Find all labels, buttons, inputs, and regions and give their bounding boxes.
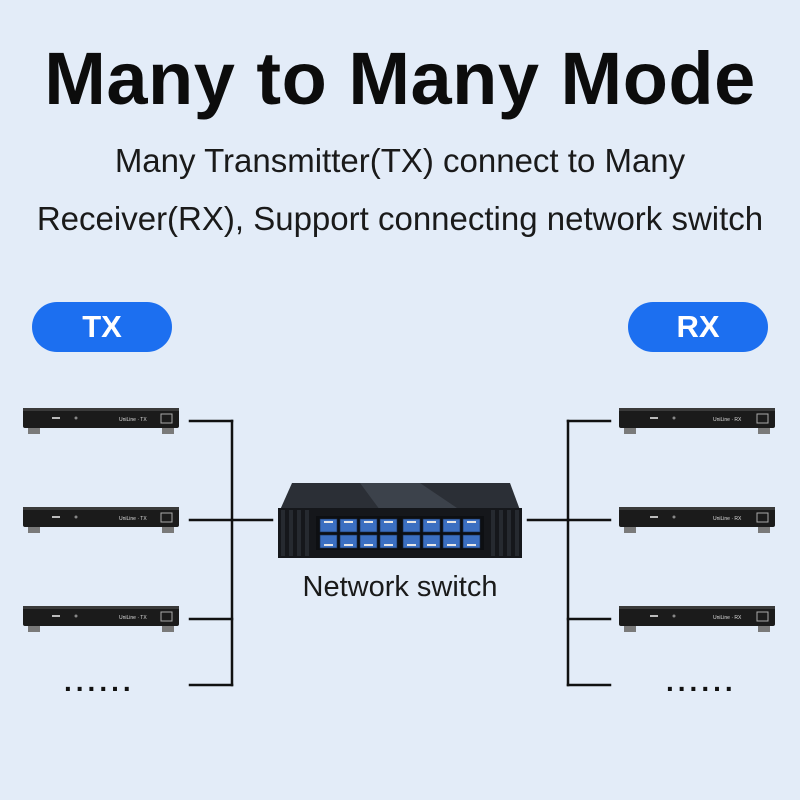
page-title: Many to Many Mode [44,37,756,120]
rx-device-3-icon: UniLine · RX [619,606,775,632]
rx-more-indicator: ...... [666,666,737,697]
tx-more-indicator: ...... [64,666,135,697]
rx-device-2-icon: UniLine · RX [619,507,775,533]
tx-device-2-icon: UniLine · TX [23,507,179,533]
tx-label-pill: TX [32,302,172,352]
rx-label-pill: RX [628,302,768,352]
subtitle-line-2: Receiver(RX), Support connecting network… [36,200,764,237]
svg-text:UniLine · RX: UniLine · RX [713,615,742,621]
svg-text:UniLine · RX: UniLine · RX [713,417,742,423]
svg-text:UniLine · TX: UniLine · TX [119,615,147,621]
tx-device-3-icon: UniLine · TX [23,606,179,632]
svg-text:UniLine · TX: UniLine · TX [119,516,147,522]
svg-text:UniLine · TX: UniLine · TX [119,417,147,423]
rx-device-1-icon: UniLine · RX [619,408,775,434]
svg-text:UniLine · RX: UniLine · RX [713,516,742,522]
subtitle-line-1: Many Transmitter(TX) connect to Many [114,142,686,179]
tx-device-1-icon: UniLine · TX [23,408,179,434]
network-switch-label: Network switch [302,571,498,603]
